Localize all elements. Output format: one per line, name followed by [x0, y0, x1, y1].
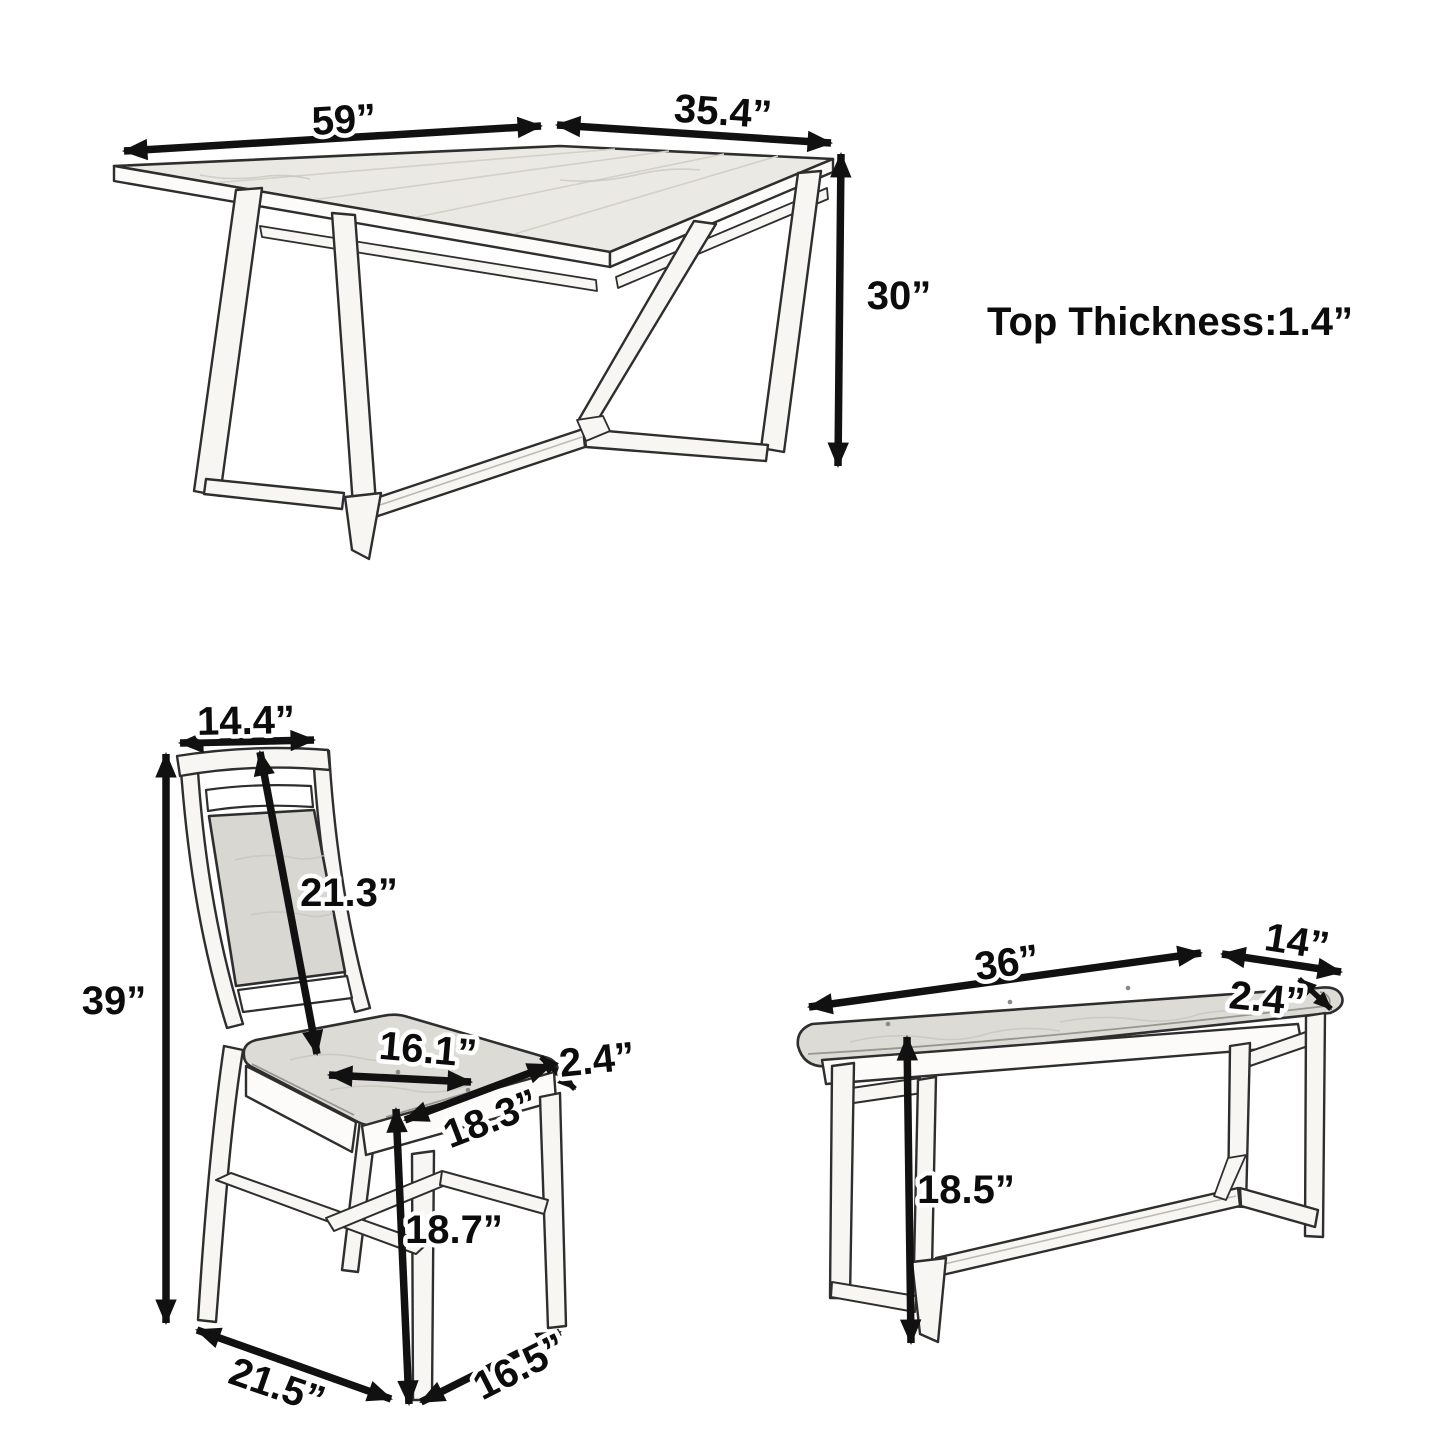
chair-seat-thickness-arrow	[539, 1054, 577, 1092]
chair-seat-height-label: 18.7”	[405, 1208, 503, 1252]
chair-height-label: 39”	[82, 979, 147, 1023]
bench-depth-arrow	[1219, 946, 1344, 980]
table-grain-line	[311, 150, 670, 201]
table-height-label: 30”	[867, 274, 932, 318]
bench-depth-label: 14”	[1262, 915, 1333, 969]
bench-beam-gusset	[1213, 1154, 1247, 1201]
chair-back-width-arrow	[177, 729, 317, 754]
table-beam-gusset	[576, 415, 611, 442]
chair-seat-button	[395, 1069, 401, 1075]
chair-apron-left	[244, 1064, 358, 1154]
table-foot-rail-right	[582, 427, 770, 463]
chair-base-depth-arrow	[419, 1328, 562, 1406]
bench-drawing	[796, 985, 1344, 1344]
bench-height-label: 18.5”	[917, 1168, 1015, 1212]
chair-seat-depth-arrow	[403, 1061, 553, 1124]
bench-cushion	[796, 986, 1344, 1068]
chair-base-width-arrow	[195, 1326, 393, 1403]
bench-leg-front-left	[828, 1061, 856, 1300]
table-center-foot-wedge	[343, 491, 383, 561]
bench-length-label: 36”	[972, 937, 1042, 990]
bench-cushion-piping	[807, 1005, 1327, 1055]
bench-cushion-texture	[849, 1027, 1061, 1043]
table-leg-inner-left	[330, 211, 378, 508]
dining-table-drawing	[112, 144, 835, 561]
chair-seat-height-arrow	[386, 1106, 419, 1407]
bench-cushion-button	[1125, 985, 1131, 991]
table-height-arrow	[827, 151, 852, 469]
chair-leg-front-right	[538, 1091, 568, 1330]
table-grain-line	[212, 148, 616, 184]
chair-stretcher-right	[439, 1170, 549, 1215]
table-grain-line	[411, 153, 725, 219]
table-width-arrow	[554, 115, 834, 153]
table-length-arrow	[121, 116, 544, 161]
chair-backrest-height-label: 21.3”	[300, 871, 398, 915]
top-thickness-note: Top Thickness:1.4”	[987, 300, 1353, 344]
chair-seat-thickness-label: 2.4”	[557, 1034, 637, 1086]
chair-backrest-height-arrow	[253, 749, 324, 1057]
table-center-beam	[371, 427, 587, 519]
chair-base-depth-label: 16.5”	[466, 1325, 573, 1409]
bench-foot-rail-right	[1238, 1186, 1320, 1229]
chair-stretcher-left	[215, 1172, 429, 1255]
chair-back-width-label: 14.4”	[197, 698, 296, 744]
table-grain-detail	[199, 174, 311, 180]
bench-foot-rail-left	[830, 1281, 917, 1313]
table-leg-outer-right	[759, 169, 823, 454]
table-leg-outer-left	[192, 186, 264, 498]
chair-back-slot-upper	[204, 784, 315, 813]
table-beam-line	[376, 436, 583, 507]
dimension-labels: 59” 35.4” 30” Top Thickness:1.4” 14.4” 3…	[77, 82, 1353, 1427]
bench-center-foot-wedge	[910, 1256, 948, 1344]
bench-cushion-button	[885, 1021, 891, 1027]
bench-cushion-thickness-arrow	[1297, 976, 1333, 1012]
table-foot-rail-left	[202, 477, 346, 511]
bench-length-arrow	[806, 945, 1204, 1015]
bench-height-arrow	[896, 1034, 922, 1346]
table-grain-detail	[559, 168, 701, 182]
bench-cushion-texture	[1059, 1009, 1261, 1023]
bench-leg-back-right	[1303, 1011, 1327, 1239]
chair-stile-left	[178, 754, 245, 1030]
chair-top-rail	[175, 746, 332, 778]
table-length-label: 59”	[310, 96, 377, 144]
table-grain-line	[510, 155, 779, 236]
bench-beam-line	[939, 1195, 1237, 1266]
dimension-arrows	[121, 115, 1344, 1407]
chair-seat-front-width-label: 16.1”	[377, 1024, 478, 1076]
bench-cushion-thickness-label: 2.4”	[1227, 973, 1307, 1025]
bench-cushion-button	[1007, 999, 1013, 1005]
table-width-label: 35.4”	[673, 87, 774, 138]
